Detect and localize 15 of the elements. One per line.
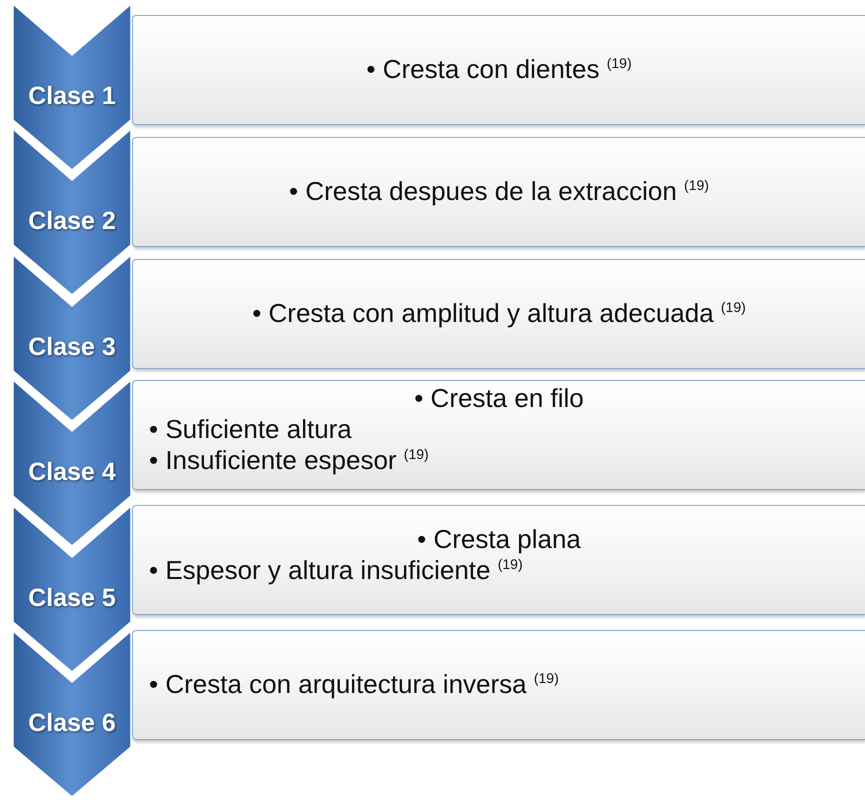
class-label: Clase 6 bbox=[27, 709, 117, 738]
bullet-text: • Suficiente altura bbox=[148, 414, 353, 445]
class-label: Clase 1 bbox=[27, 82, 117, 111]
bullet-text: • Cresta en filo bbox=[413, 383, 585, 414]
class-label: Clase 5 bbox=[27, 584, 117, 613]
bullet-text: • Insuficiente espesor $^{(19)}$ bbox=[148, 445, 430, 476]
bullet-text: • Cresta plana bbox=[416, 524, 582, 555]
bullet-text: • Cresta con arquitectura inversa $^{(19)}$ bbox=[148, 669, 560, 700]
class-label: Clase 4 bbox=[27, 458, 117, 488]
bullet-text: • Cresta con dientes $^{(19)}$ bbox=[365, 54, 633, 85]
bullet-text: • Cresta con amplitud y altura adecuada $^{(19)}$ bbox=[251, 298, 747, 329]
bullet-text: • Espesor y altura insuficiente $^{(19)}$ bbox=[148, 555, 524, 586]
bullet-text: • Cresta despues de la extraccion $^{(19)}$ bbox=[288, 176, 710, 207]
class-label: Clase 2 bbox=[27, 207, 117, 236]
class-label: Clase 3 bbox=[27, 332, 117, 362]
